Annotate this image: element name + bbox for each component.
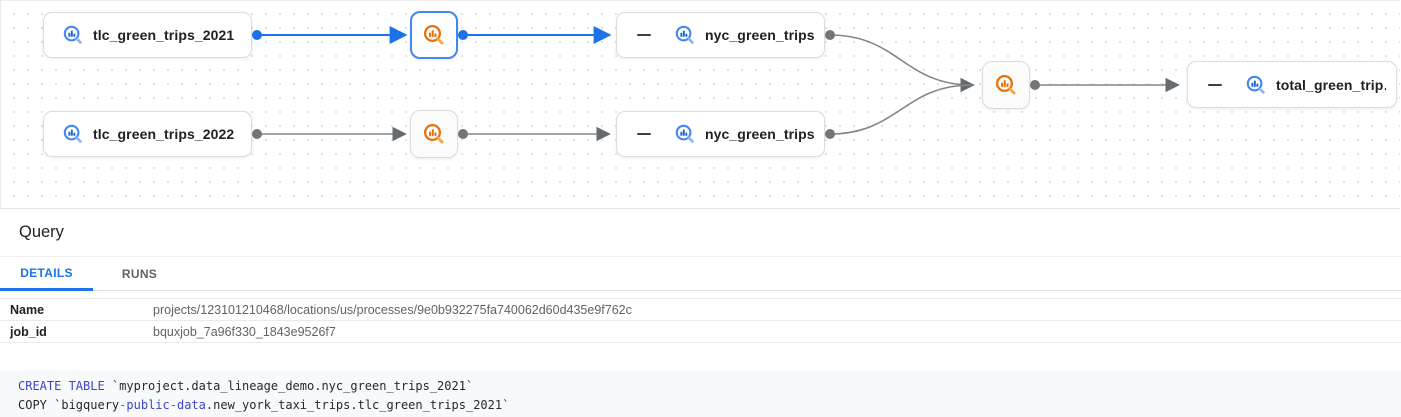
- bigquery-table-icon: [673, 122, 697, 146]
- page-title: Query: [19, 223, 64, 241]
- node-label: tlc_green_trips_2022: [93, 126, 235, 142]
- lineage-process-node-selected[interactable]: [410, 11, 458, 59]
- bigquery-table-icon: [61, 23, 85, 47]
- row-label: job_id: [10, 324, 47, 339]
- process-search-icon: [421, 121, 447, 147]
- lineage-node-nyc-green-trips-2022[interactable]: nyc_green_trips…: [616, 111, 825, 157]
- node-label: total_green_trip…: [1276, 76, 1386, 93]
- lineage-node-total-green-trips[interactable]: total_green_trip…: [1187, 61, 1397, 108]
- sql-text: .new_york_taxi_trips.tlc_green_trips_202…: [205, 398, 510, 412]
- table-row-job-id: job_id bquxjob_7a96f330_1843e9526f7: [0, 320, 1401, 343]
- node-label: nyc_green_trips…: [705, 27, 814, 43]
- lineage-process-node[interactable]: [982, 61, 1030, 109]
- lineage-node-nyc-green-trips-2021[interactable]: nyc_green_trips…: [616, 12, 825, 58]
- sql-code-block: CREATE TABLE `myproject.data_lineage_dem…: [0, 370, 1401, 417]
- sql-text: `myproject.data_lineage_demo.nyc_green_t…: [104, 379, 474, 393]
- lineage-node-tlc-green-trips-2021[interactable]: tlc_green_trips_2021: [43, 12, 252, 58]
- sql-operator: -: [119, 398, 127, 412]
- sql-keyword: CREATE TABLE: [18, 379, 105, 393]
- bigquery-table-icon: [61, 122, 85, 146]
- lineage-edges: [252, 26, 1180, 142]
- lineage-process-node[interactable]: [410, 110, 458, 158]
- tab-details[interactable]: DETAILS: [0, 257, 93, 291]
- process-search-icon: [993, 72, 1019, 98]
- process-search-icon: [421, 22, 447, 48]
- details-tabbar: DETAILS RUNS: [0, 257, 1401, 291]
- row-value: bquxjob_7a96f330_1843e9526f7: [153, 324, 336, 339]
- row-value: projects/123101210468/locations/us/proce…: [153, 302, 632, 317]
- tab-runs[interactable]: RUNS: [121, 267, 158, 281]
- sql-keyword: public: [126, 398, 170, 412]
- lineage-graph-canvas[interactable]: tlc_green_trips_2021 nyc_green_trips… tl…: [0, 0, 1400, 209]
- details-panel-header: Query: [0, 209, 1401, 257]
- node-label: tlc_green_trips_2021: [93, 27, 235, 43]
- sql-line: COPY `bigquery-public-data.new_york_taxi…: [18, 396, 1401, 415]
- details-table: Name projects/123101210468/locations/us/…: [0, 298, 1401, 343]
- sql-operator: -: [169, 398, 177, 412]
- table-row-name: Name projects/123101210468/locations/us/…: [0, 298, 1401, 320]
- collapse-minus-icon[interactable]: [1208, 83, 1222, 86]
- node-label: nyc_green_trips…: [705, 126, 814, 142]
- collapse-minus-icon[interactable]: [637, 34, 651, 36]
- sql-keyword: data: [176, 398, 206, 412]
- bigquery-table-icon: [1244, 73, 1268, 97]
- sql-text: COPY `bigquery: [18, 398, 120, 412]
- bigquery-table-icon: [673, 23, 697, 47]
- row-label: Name: [10, 302, 45, 317]
- sql-line: CREATE TABLE `myproject.data_lineage_dem…: [18, 377, 1401, 396]
- lineage-node-tlc-green-trips-2022[interactable]: tlc_green_trips_2022: [43, 111, 252, 157]
- collapse-minus-icon[interactable]: [637, 133, 651, 135]
